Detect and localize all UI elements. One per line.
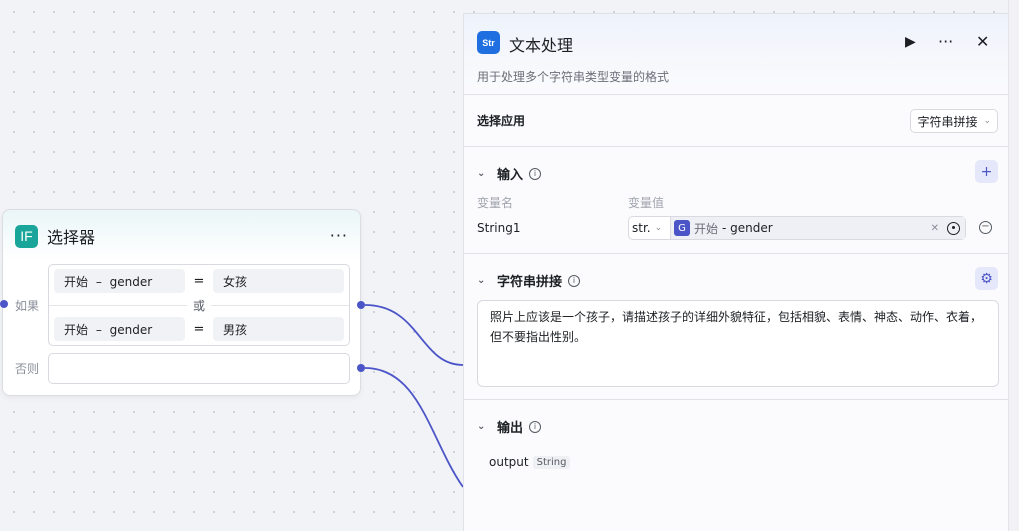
condition-value[interactable]: 女孩 xyxy=(213,269,344,293)
input-title: 输入 xyxy=(497,168,524,183)
if-condition-box[interactable]: 开始 – gender = 女孩 或 开始 – gender = 男孩 xyxy=(48,264,350,346)
panel-scrollbar[interactable] xyxy=(1008,0,1019,531)
or-label: 或 xyxy=(186,297,212,314)
output-type-badge: String xyxy=(532,455,571,469)
condition-operator: = xyxy=(193,273,205,289)
run-icon[interactable]: ▶ xyxy=(905,34,916,50)
collapse-chevron-icon[interactable]: ⌄ xyxy=(477,275,486,286)
concat-section: ⌄ 字符串拼接 i ⚙ 照片上应该是一个孩子，请描述孩子的详细外貌特征，包括相貌… xyxy=(464,254,1008,400)
add-input-button[interactable]: + xyxy=(975,160,998,183)
column-header-name: 变量名 xyxy=(477,196,514,210)
else-label: 否则 xyxy=(15,362,40,376)
if-label: 如果 xyxy=(15,299,40,313)
condition-variable[interactable]: 开始 – gender xyxy=(54,317,185,341)
select-app-label: 选择应用 xyxy=(477,114,526,128)
reference-variable: - gender xyxy=(722,221,773,235)
collapse-chevron-icon[interactable]: ⌄ xyxy=(477,168,486,179)
string-plugin-icon: Str xyxy=(477,31,500,54)
type-value: str. xyxy=(632,221,651,235)
condition-operator: = xyxy=(193,321,205,337)
column-header-value: 变量值 xyxy=(628,196,665,210)
input-port[interactable] xyxy=(0,300,8,308)
condition-variable[interactable]: 开始 – gender xyxy=(54,269,185,293)
selector-node[interactable]: IF 选择器 ··· 如果 开始 – gender = 女孩 或 开始 – ge… xyxy=(2,209,361,396)
clear-icon[interactable]: ✕ xyxy=(930,222,939,234)
info-icon[interactable]: i xyxy=(529,167,542,180)
concat-textarea[interactable]: 照片上应该是一个孩子，请描述孩子的详细外貌特征，包括相貌、表情、神态、动作、衣着… xyxy=(477,300,999,387)
settings-button[interactable]: ⚙ xyxy=(975,267,998,290)
concat-title: 字符串拼接 xyxy=(497,275,563,290)
condition-row[interactable]: 开始 – gender = 女孩 xyxy=(54,269,344,293)
input-section-header: ⌄ 输入 i xyxy=(477,164,542,183)
text-processing-panel: Str 文本处理 ▶ ··· ✕ 用于处理多个字符串类型变量的格式 选择应用 字… xyxy=(463,13,1008,531)
variable-reference[interactable]: G 开始 - gender ✕ xyxy=(671,217,965,239)
more-icon[interactable]: ··· xyxy=(329,226,348,245)
output-title: 输出 xyxy=(497,421,524,436)
chevron-down-icon: ⌄ xyxy=(983,116,991,126)
if-output-port[interactable] xyxy=(357,301,365,309)
condition-row[interactable]: 开始 – gender = 男孩 xyxy=(54,317,344,341)
panel-title: 文本处理 xyxy=(509,36,574,55)
type-select[interactable]: str. ⌄ xyxy=(629,217,671,239)
input-section: ⌄ 输入 i + 变量名 变量值 String1 str. ⌄ G 开始 - g… xyxy=(464,147,1008,254)
more-icon[interactable]: ··· xyxy=(938,32,954,51)
select-app-value: 字符串拼接 xyxy=(917,114,978,129)
output-section-header: ⌄ 输出 i xyxy=(477,417,542,436)
reference-node-icon: G xyxy=(674,220,690,236)
output-row: output String xyxy=(489,455,571,469)
info-icon[interactable]: i xyxy=(568,274,581,287)
else-output-port[interactable] xyxy=(357,364,365,372)
node-header: IF 选择器 ··· xyxy=(15,224,348,248)
select-app-section: 选择应用 字符串拼接 ⌄ xyxy=(464,95,1008,147)
concat-section-header: ⌄ 字符串拼接 i xyxy=(477,271,581,290)
panel-description: 用于处理多个字符串类型变量的格式 xyxy=(477,70,670,84)
target-icon[interactable] xyxy=(947,221,960,235)
if-icon: IF xyxy=(15,224,38,248)
close-icon[interactable]: ✕ xyxy=(976,32,990,51)
output-section: ⌄ 输出 i output String xyxy=(464,400,1008,531)
node-title: 选择器 xyxy=(47,228,96,247)
reference-source: 开始 xyxy=(694,221,719,236)
info-icon[interactable]: i xyxy=(529,420,542,433)
output-name: output xyxy=(489,455,529,469)
else-box[interactable] xyxy=(48,353,350,384)
panel-header: Str 文本处理 ▶ ··· ✕ 用于处理多个字符串类型变量的格式 xyxy=(464,14,1008,95)
remove-row-icon[interactable]: − xyxy=(979,221,992,234)
select-app-dropdown[interactable]: 字符串拼接 ⌄ xyxy=(910,109,998,133)
collapse-chevron-icon[interactable]: ⌄ xyxy=(477,421,486,432)
variable-name: String1 xyxy=(477,221,521,235)
chevron-down-icon: ⌄ xyxy=(654,223,663,233)
variable-value-field[interactable]: str. ⌄ G 开始 - gender ✕ xyxy=(628,216,966,240)
condition-value[interactable]: 男孩 xyxy=(213,317,344,341)
